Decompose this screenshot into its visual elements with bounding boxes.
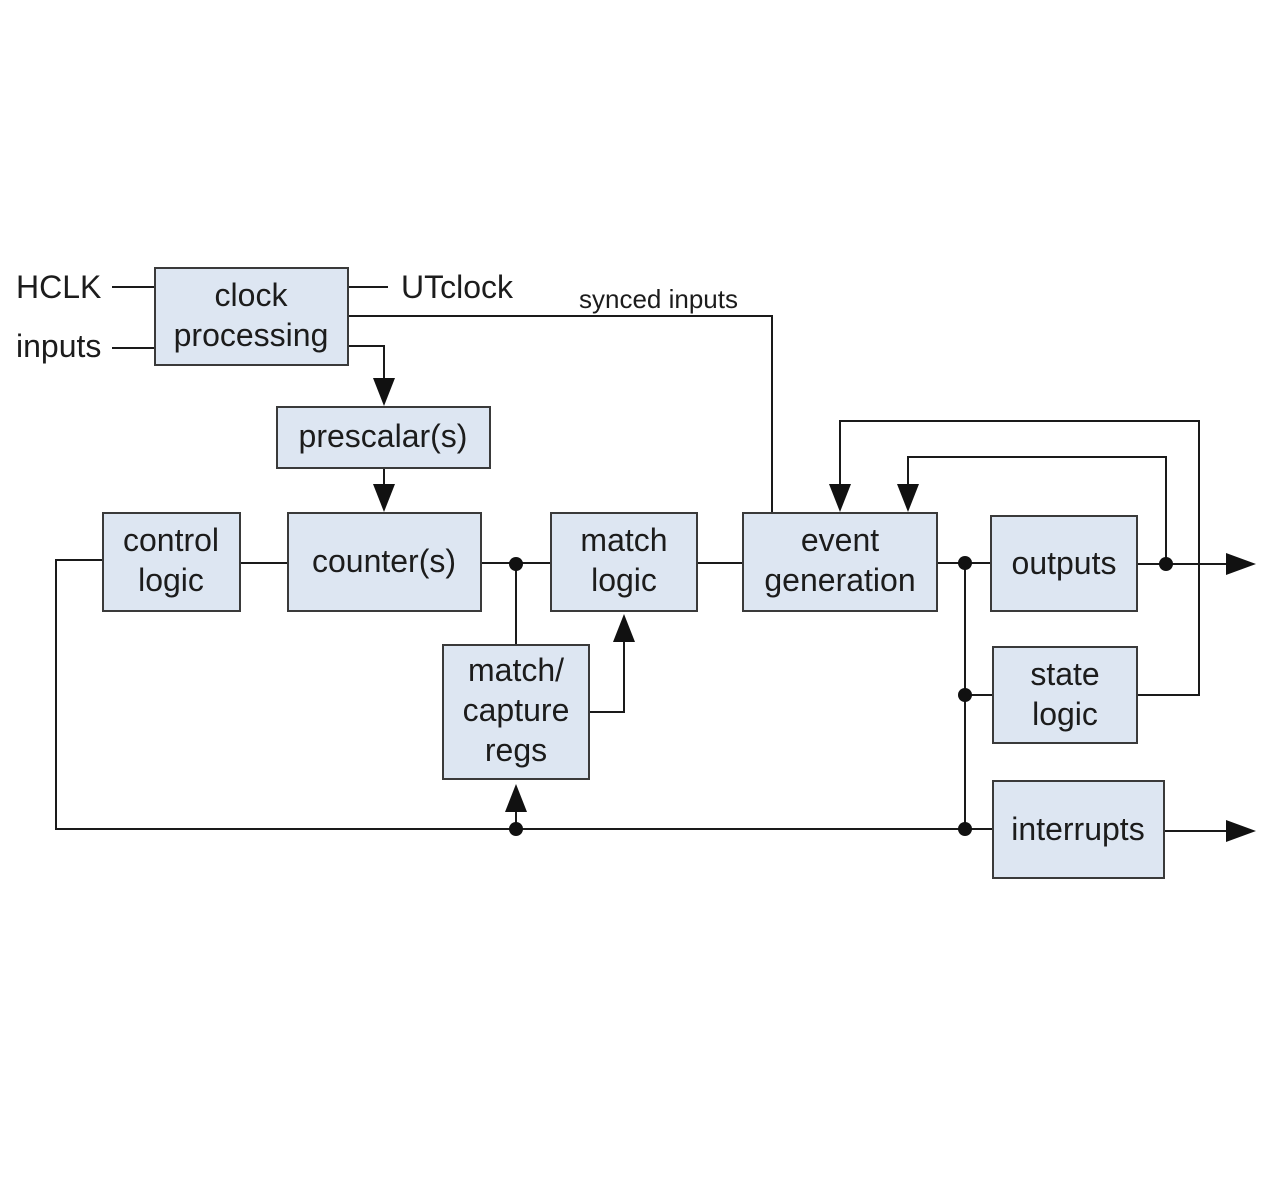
utclock-label: UTclock	[401, 269, 514, 305]
arrow-to-regs	[505, 784, 527, 812]
state-logic-label-2: logic	[1032, 696, 1098, 732]
junctions	[509, 556, 1173, 836]
connections	[55, 286, 1228, 832]
block-interrupts: interrupts	[992, 780, 1165, 879]
block-event-generation: event generation	[742, 512, 938, 612]
regs-label-3: regs	[485, 732, 547, 768]
block-match-logic: match logic	[550, 512, 698, 612]
arrow-state-feedback	[829, 484, 851, 512]
inputs-label: inputs	[16, 328, 101, 364]
event-generation-label-2: generation	[764, 562, 915, 598]
junction-event-bus	[958, 556, 972, 570]
block-outputs: outputs	[990, 515, 1138, 612]
junction-counter	[509, 557, 523, 571]
outputs-feedback-wire	[907, 456, 1167, 564]
counter-label: counter(s)	[312, 543, 456, 579]
match-logic-label-1: match	[580, 522, 667, 558]
interrupts-label: interrupts	[1011, 811, 1144, 847]
regs-to-match-wire	[589, 640, 625, 713]
block-counter: counter(s)	[287, 512, 482, 612]
match-logic-label-2: logic	[591, 562, 657, 598]
block-control-logic: control logic	[102, 512, 241, 612]
state-feedback-wire	[839, 420, 1200, 696]
synced-inputs-label: synced inputs	[579, 284, 738, 314]
arrow-to-match-logic	[613, 614, 635, 642]
control-bus-wire	[55, 559, 993, 830]
block-state-logic: state logic	[992, 646, 1138, 744]
clock-processing-label-1: clock	[215, 277, 289, 313]
arrow-outputs-feedback	[897, 484, 919, 512]
clock-processing-label-2: processing	[174, 317, 329, 353]
junction-regs-bus	[509, 822, 523, 836]
arrow-to-prescalar	[373, 378, 395, 406]
arrowheads	[373, 378, 1256, 842]
regs-label-2: capture	[463, 692, 570, 728]
junction-interrupts	[958, 822, 972, 836]
arrow-to-counter	[373, 484, 395, 512]
synced-inputs-wire	[348, 315, 773, 514]
regs-label-1: match/	[468, 652, 564, 688]
control-logic-label-1: control	[123, 522, 219, 558]
block-clock-processing: clock processing	[154, 267, 349, 366]
junction-state	[958, 688, 972, 702]
event-generation-label-1: event	[801, 522, 879, 558]
block-match-capture-regs: match/ capture regs	[442, 644, 590, 780]
junction-outputs	[1159, 557, 1173, 571]
state-logic-label-1: state	[1030, 656, 1099, 692]
arrow-outputs-out	[1226, 553, 1256, 575]
arrow-interrupts-out	[1226, 820, 1256, 842]
block-prescalar: prescalar(s)	[276, 406, 491, 469]
control-logic-label-2: logic	[138, 562, 204, 598]
prescalar-label: prescalar(s)	[299, 418, 468, 454]
outputs-label: outputs	[1012, 545, 1117, 581]
hclk-label: HCLK	[16, 269, 101, 305]
clock-to-prescalar-wire	[348, 345, 385, 382]
